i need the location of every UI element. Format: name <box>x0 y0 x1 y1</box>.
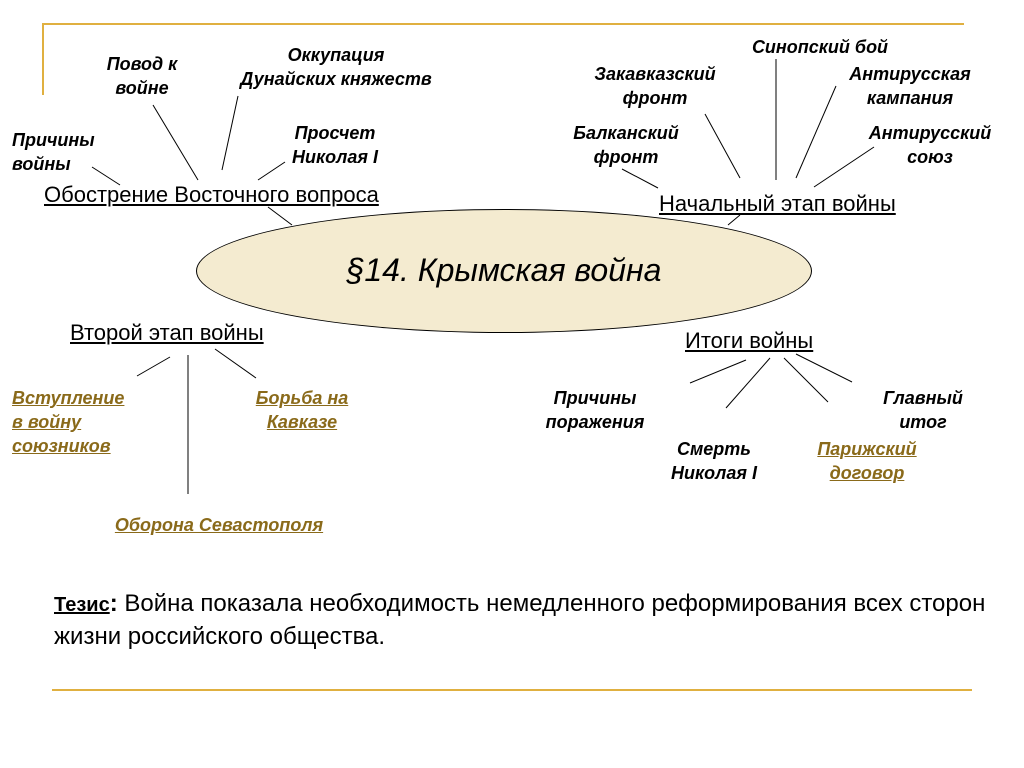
node-miscalculation: Просчет Николая I <box>292 123 378 167</box>
node-causes: Причины войны <box>12 130 95 174</box>
node-defeat-causes: Причины поражения <box>545 388 645 432</box>
node-pretext: Повод к войне <box>106 54 178 98</box>
node-anti-russian-union: Антирусский союз <box>868 123 992 167</box>
node-transcaucasian: Закавказский фронт <box>594 64 716 108</box>
line-occupation <box>221 95 239 171</box>
top-decor-line <box>42 23 964 25</box>
line-defeat <box>689 359 747 384</box>
line-main-result <box>795 353 853 383</box>
node-sevastopol[interactable]: Оборона Севастополя <box>114 515 324 535</box>
node-anti-russian-campaign: Антирусская кампания <box>849 64 971 108</box>
line-anti-campaign <box>795 85 837 179</box>
header-second-stage: Второй этап войны <box>70 320 264 345</box>
bottom-decor-line <box>52 689 972 691</box>
line-balkan <box>621 168 659 189</box>
thesis-colon: : <box>109 590 118 617</box>
node-caucasus[interactable]: Борьба на Кавказе <box>255 388 349 432</box>
central-title: §14. Крымская война <box>346 252 662 288</box>
header-initial-stage: Начальный этап войны <box>659 191 896 216</box>
thesis-text: Война показала необходимость немедленног… <box>54 590 986 650</box>
line-aggravation-to-ellipse <box>267 206 293 226</box>
node-sinop: Синопский бой <box>751 37 889 57</box>
line-initial-to-ellipse <box>727 214 741 226</box>
thesis: Тезис: Война показала необходимость неме… <box>54 588 1004 653</box>
line-allies <box>136 356 171 377</box>
line-death <box>725 357 771 409</box>
line-anti-union <box>813 146 875 188</box>
header-aggravation: Обострение Восточного вопроса <box>44 182 379 207</box>
line-caucasus <box>214 348 257 379</box>
central-ellipse <box>196 209 812 333</box>
left-decor-line <box>42 23 44 95</box>
line-transcaucasian <box>704 113 741 179</box>
line-causes <box>91 166 121 186</box>
node-main-result: Главный итог <box>883 388 963 432</box>
line-miscalculation <box>257 161 286 181</box>
node-allies-entry[interactable]: Вступление в войну союзников <box>12 388 125 456</box>
node-balkan: Балканский фронт <box>573 123 679 167</box>
node-nicholas-death: Смерть Николая I <box>671 439 757 483</box>
header-results: Итоги войны <box>685 328 814 353</box>
node-paris-treaty[interactable]: Парижский договор <box>817 439 917 483</box>
line-paris <box>783 357 829 403</box>
line-pretext <box>152 104 199 181</box>
thesis-label: Тезис <box>54 594 110 616</box>
node-occupation: Оккупация Дунайских княжеств <box>240 45 432 89</box>
